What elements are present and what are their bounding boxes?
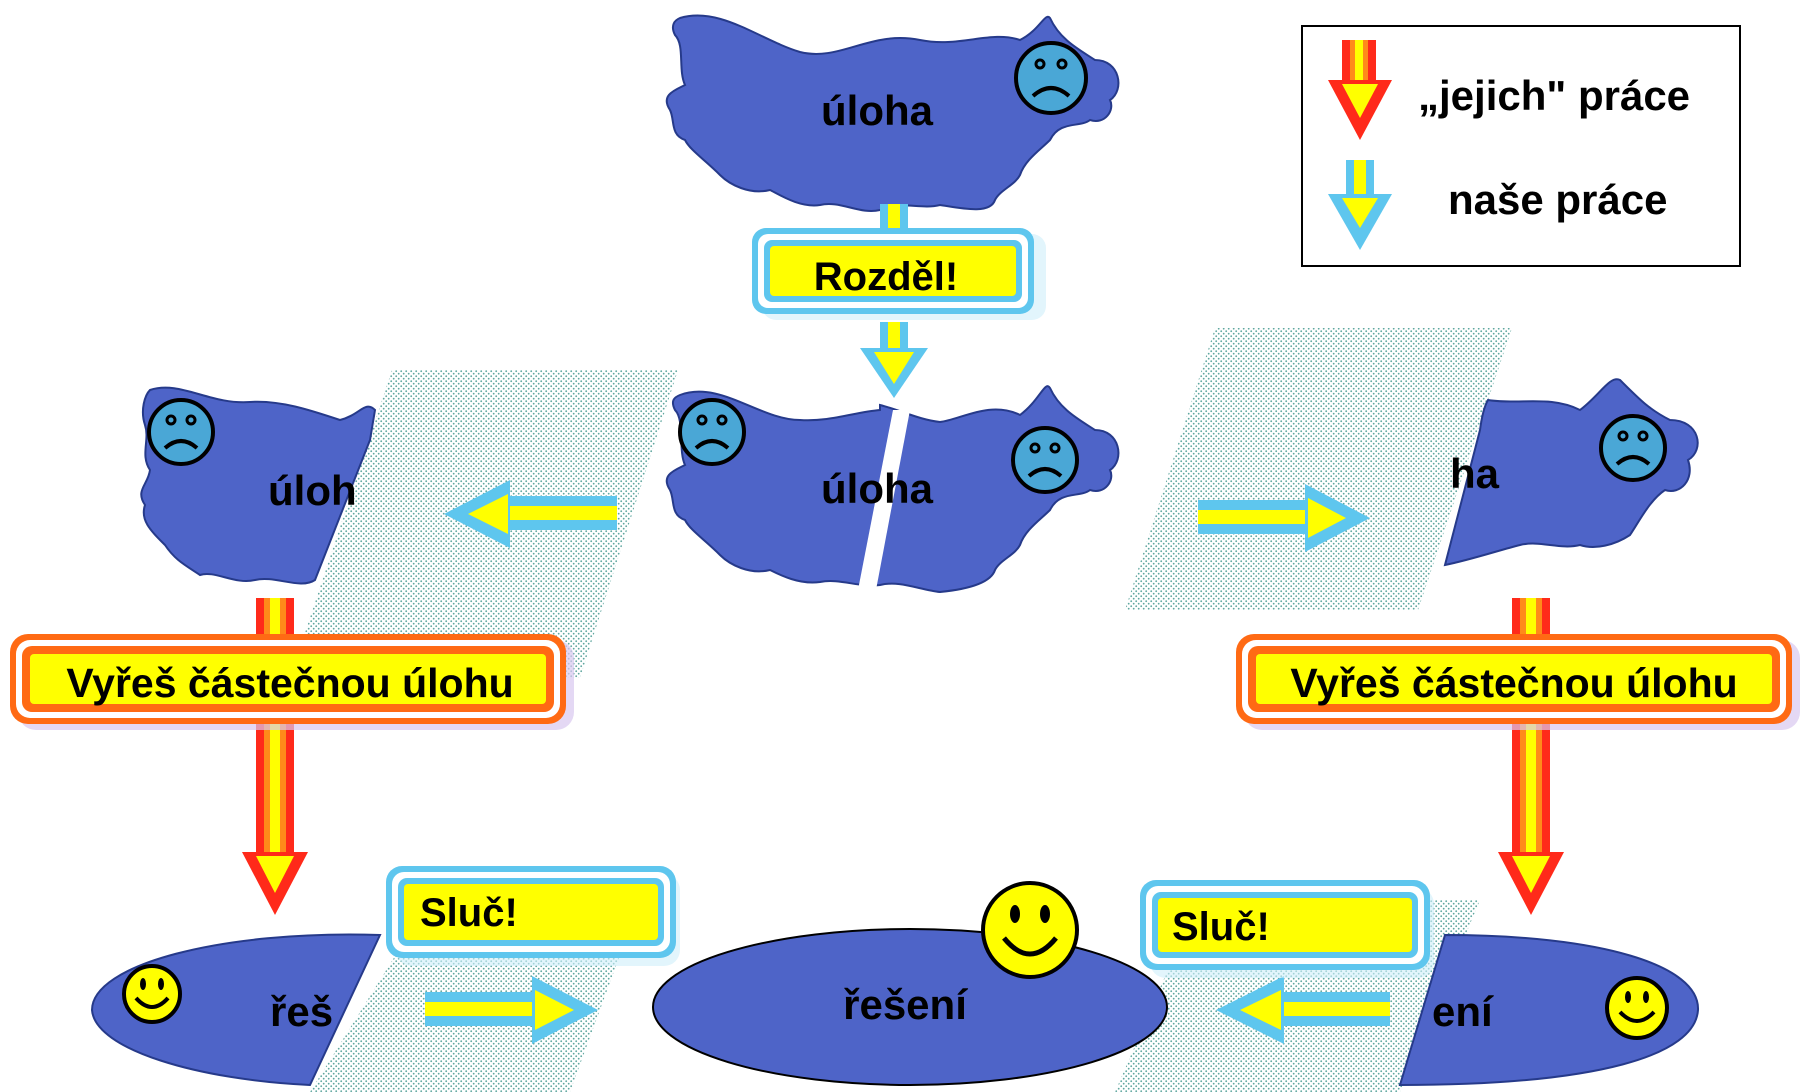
solution-left: řeš: [90, 933, 382, 1087]
solve-partial-right-label: Vyřeš částečnou úlohu: [1290, 660, 1737, 706]
region-right-upper: [1125, 328, 1512, 610]
merge-box-left: Sluč!: [386, 866, 680, 966]
task-right-label: ha: [1450, 450, 1500, 497]
solution-left-label: řeš: [270, 988, 333, 1035]
sad-face-icon: [678, 398, 746, 466]
split-box: Rozděl!: [752, 228, 1046, 320]
split-label: Rozděl!: [814, 255, 958, 299]
solution-center-label: řešení: [843, 981, 968, 1028]
sad-face-icon: [1014, 41, 1088, 115]
merge-right-label: Sluč!: [1172, 905, 1270, 949]
task-blob-top: úloha: [665, 14, 1120, 212]
task-left-label: úloh: [268, 467, 357, 514]
our-work-arrow-split: [860, 322, 928, 398]
legend-our-work-arrow-icon: [1328, 160, 1392, 250]
our-work-arrow-merge-left: [425, 976, 598, 1044]
legend-their-work-arrow-icon: [1328, 40, 1392, 140]
task-blob-middle: úloha: [665, 385, 1120, 594]
smiley-face-icon: [981, 881, 1079, 979]
merge-left-label: Sluč!: [420, 891, 518, 935]
task-middle-label: úloha: [821, 465, 934, 512]
legend-their-work-label: „jejich" práce: [1418, 72, 1690, 119]
our-work-arrow-merge-right: [1216, 976, 1390, 1044]
solve-partial-box-right: Vyřeš částečnou úlohu: [1236, 634, 1800, 730]
smiley-face-icon: [1605, 976, 1669, 1040]
smiley-face-icon: [122, 964, 182, 1024]
sad-face-icon: [1599, 414, 1667, 482]
our-work-arrow-to-left: [444, 480, 617, 548]
solution-right-label: ení: [1432, 988, 1494, 1035]
sad-face-icon: [147, 398, 215, 466]
solution-center: řešení: [652, 881, 1168, 1086]
solution-right: ení: [1398, 933, 1700, 1087]
task-blob-left: úloh: [140, 386, 377, 585]
legend: „jejich" práce naše práce: [1301, 25, 1741, 267]
our-work-arrow-to-right: [1198, 484, 1370, 552]
solve-partial-box-left: Vyřeš částečnou úlohu: [10, 634, 574, 730]
sad-face-icon: [1011, 426, 1079, 494]
task-top-label: úloha: [821, 87, 934, 134]
legend-our-work-label: naše práce: [1448, 176, 1667, 223]
merge-box-right: Sluč!: [1140, 880, 1434, 978]
solve-partial-left-label: Vyřeš částečnou úlohu: [66, 660, 513, 706]
task-blob-right: ha: [1443, 378, 1699, 567]
